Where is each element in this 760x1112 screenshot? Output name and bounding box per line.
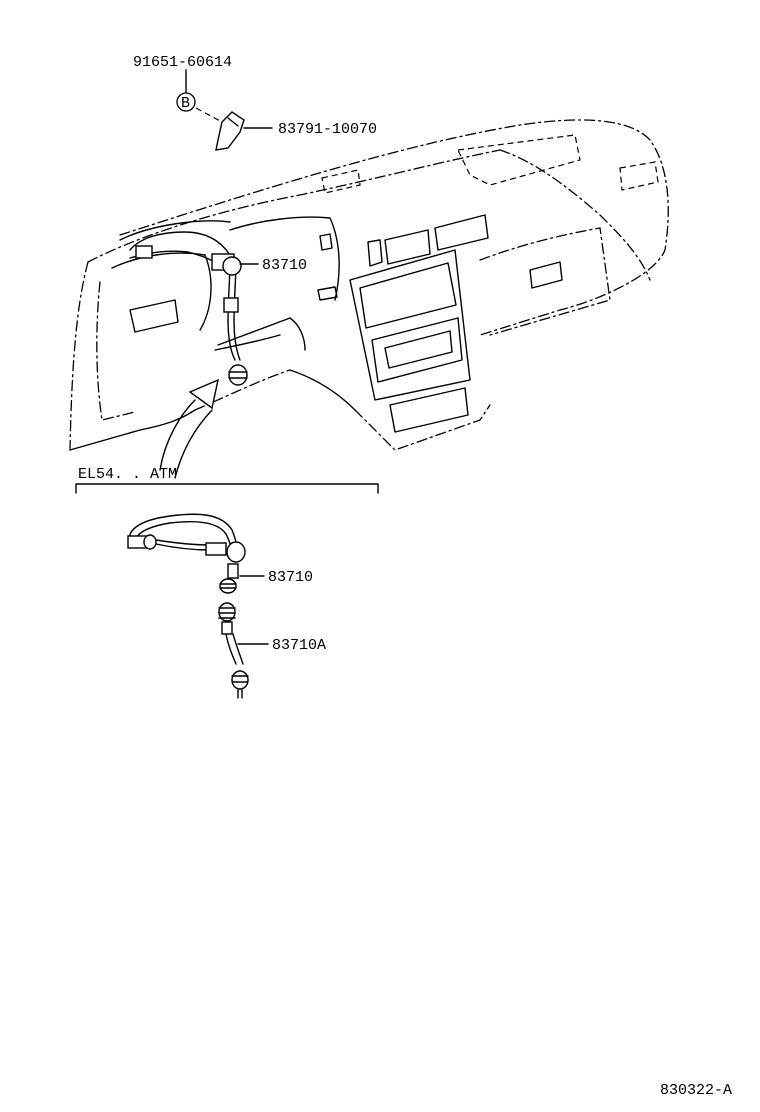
bolt-ref-circle [176,92,196,112]
atm-cable-part-number: 83710 [268,569,313,586]
atm-sub-cable-part-number: 83710A [272,637,326,654]
main-speedometer-cable [129,231,248,386]
clamp-bracket [215,111,245,151]
dashboard-illustration [69,119,669,479]
bolt-part-number: 91651-60614 [133,54,232,71]
main-cable-part-number: 83710 [262,257,307,274]
variant-label: EL54. . ATM [78,466,177,483]
clamp-part-number: 83791-10070 [278,121,377,138]
figure-code: 830322-A [660,1082,732,1099]
bolt-ref-letter: B [181,95,190,112]
variant-bracket [75,483,379,494]
atm-cable-assembly [127,513,249,699]
